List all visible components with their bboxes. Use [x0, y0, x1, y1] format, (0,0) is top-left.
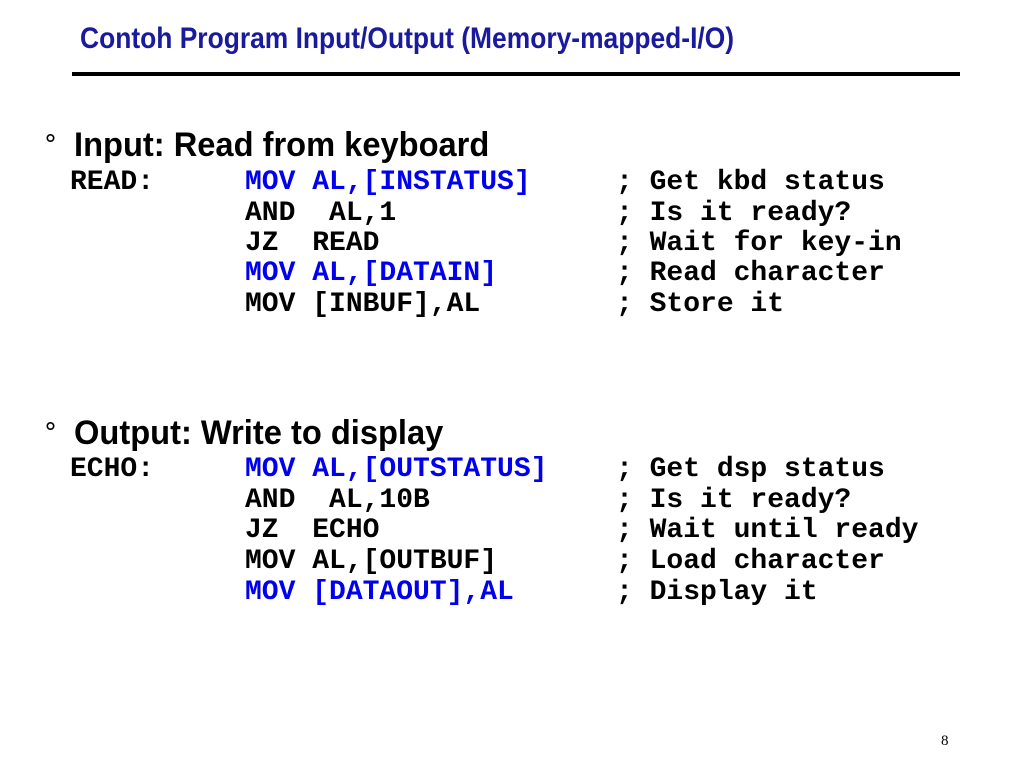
code-line: AND AL,10B ; Is it ready? [0, 485, 1024, 516]
code-line: MOV AL,[DATAIN] ; Read character [0, 258, 1024, 289]
slide-title: Contoh Program Input/Output (Memory-mapp… [80, 22, 735, 55]
code-label: READ: [70, 167, 155, 198]
section-heading-input: Input: Read from keyboard [74, 126, 490, 164]
code-comment: ; Wait until ready [616, 515, 919, 546]
code-instruction: MOV [DATAOUT],AL [245, 577, 514, 608]
page-number: 8 [941, 733, 949, 749]
bullet-icon: ° [44, 418, 57, 448]
code-comment: ; Wait for key-in [616, 228, 902, 259]
code-comment: ; Store it [616, 289, 785, 320]
code-instruction: MOV AL,[OUTBUF] [245, 546, 498, 577]
section-heading-output: Output: Write to display [74, 414, 444, 452]
code-line: JZ ECHO ; Wait until ready [0, 515, 1024, 546]
code-comment: ; Is it ready? [616, 198, 852, 229]
bullet-icon: ° [44, 130, 57, 160]
code-comment: ; Is it ready? [616, 485, 852, 516]
code-instruction: JZ READ [245, 228, 380, 259]
code-instruction: AND AL,1 [245, 198, 397, 229]
title-divider [72, 72, 960, 76]
code-instruction: MOV AL,[INSTATUS] [245, 167, 531, 198]
code-comment: ; Read character [616, 258, 885, 289]
code-comment: ; Display it [616, 577, 818, 608]
code-line: READ: MOV AL,[INSTATUS] ; Get kbd status [0, 167, 1024, 198]
code-comment: ; Load character [616, 546, 885, 577]
code-line: AND AL,1 ; Is it ready? [0, 198, 1024, 229]
code-line: MOV [INBUF],AL ; Store it [0, 289, 1024, 320]
code-line: MOV [DATAOUT],AL ; Display it [0, 577, 1024, 608]
code-comment: ; Get kbd status [616, 167, 885, 198]
code-instruction: JZ ECHO [245, 515, 380, 546]
code-line: MOV AL,[OUTBUF] ; Load character [0, 546, 1024, 577]
code-instruction: MOV [INBUF],AL [245, 289, 481, 320]
code-instruction: MOV AL,[OUTSTATUS] [245, 454, 548, 485]
code-comment: ; Get dsp status [616, 454, 885, 485]
code-line: ECHO: MOV AL,[OUTSTATUS] ; Get dsp statu… [0, 454, 1024, 485]
code-instruction: MOV AL,[DATAIN] [245, 258, 498, 289]
code-line: JZ READ ; Wait for key-in [0, 228, 1024, 259]
code-label: ECHO: [70, 454, 155, 485]
code-instruction: AND AL,10B [245, 485, 430, 516]
